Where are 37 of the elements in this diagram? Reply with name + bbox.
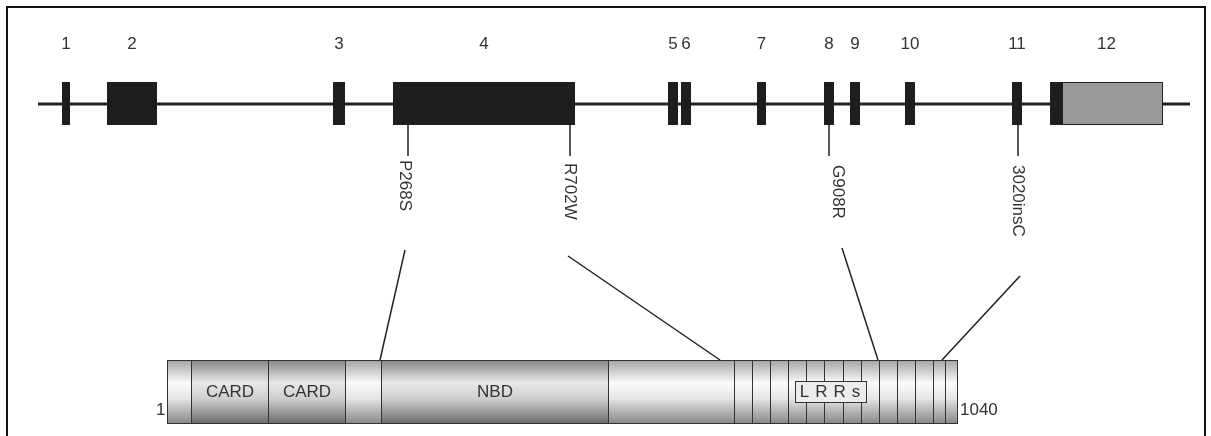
- leader-line: [407, 124, 409, 157]
- exon: [680, 34, 692, 125]
- exon: [107, 34, 157, 125]
- mutation-label: G908R: [829, 165, 847, 219]
- exon: [667, 34, 679, 125]
- exon-number: 11: [1007, 34, 1027, 54]
- leader-line: [567, 255, 721, 361]
- exon-number: 2: [126, 34, 138, 54]
- exon-number: 3: [333, 34, 345, 54]
- exon-number: 6: [680, 34, 692, 54]
- leader-line: [828, 124, 830, 157]
- leader-line: [941, 275, 1021, 361]
- residue-number: 1040: [960, 400, 998, 420]
- leader-line: [841, 247, 879, 361]
- mutation-label: 3020insC: [1009, 165, 1027, 237]
- mutation-label: P268S: [396, 160, 414, 212]
- protein-domain: NBD: [381, 361, 609, 423]
- protein-bar: [167, 360, 958, 424]
- protein-domain: CARD: [268, 361, 346, 423]
- leader-line: [1017, 124, 1019, 157]
- protein-domain: LRRs: [734, 361, 946, 423]
- exon-number: 8: [823, 34, 835, 54]
- mutation-label: R702W: [561, 163, 579, 220]
- exon-number: 12: [1096, 34, 1117, 54]
- exon: [898, 34, 922, 125]
- exon: [393, 34, 575, 125]
- exon-number: 10: [899, 34, 921, 54]
- leader-line: [379, 249, 406, 361]
- exon-number: 9: [849, 34, 861, 54]
- exon-number: 4: [478, 34, 490, 54]
- exon: [1050, 34, 1163, 125]
- leader-line: [569, 124, 571, 157]
- exon-number: 1: [60, 34, 72, 54]
- residue-number: 1: [156, 400, 166, 420]
- exon-number: 7: [755, 34, 768, 54]
- protein-domain: CARD: [191, 361, 269, 423]
- exon-number: 5: [667, 34, 679, 54]
